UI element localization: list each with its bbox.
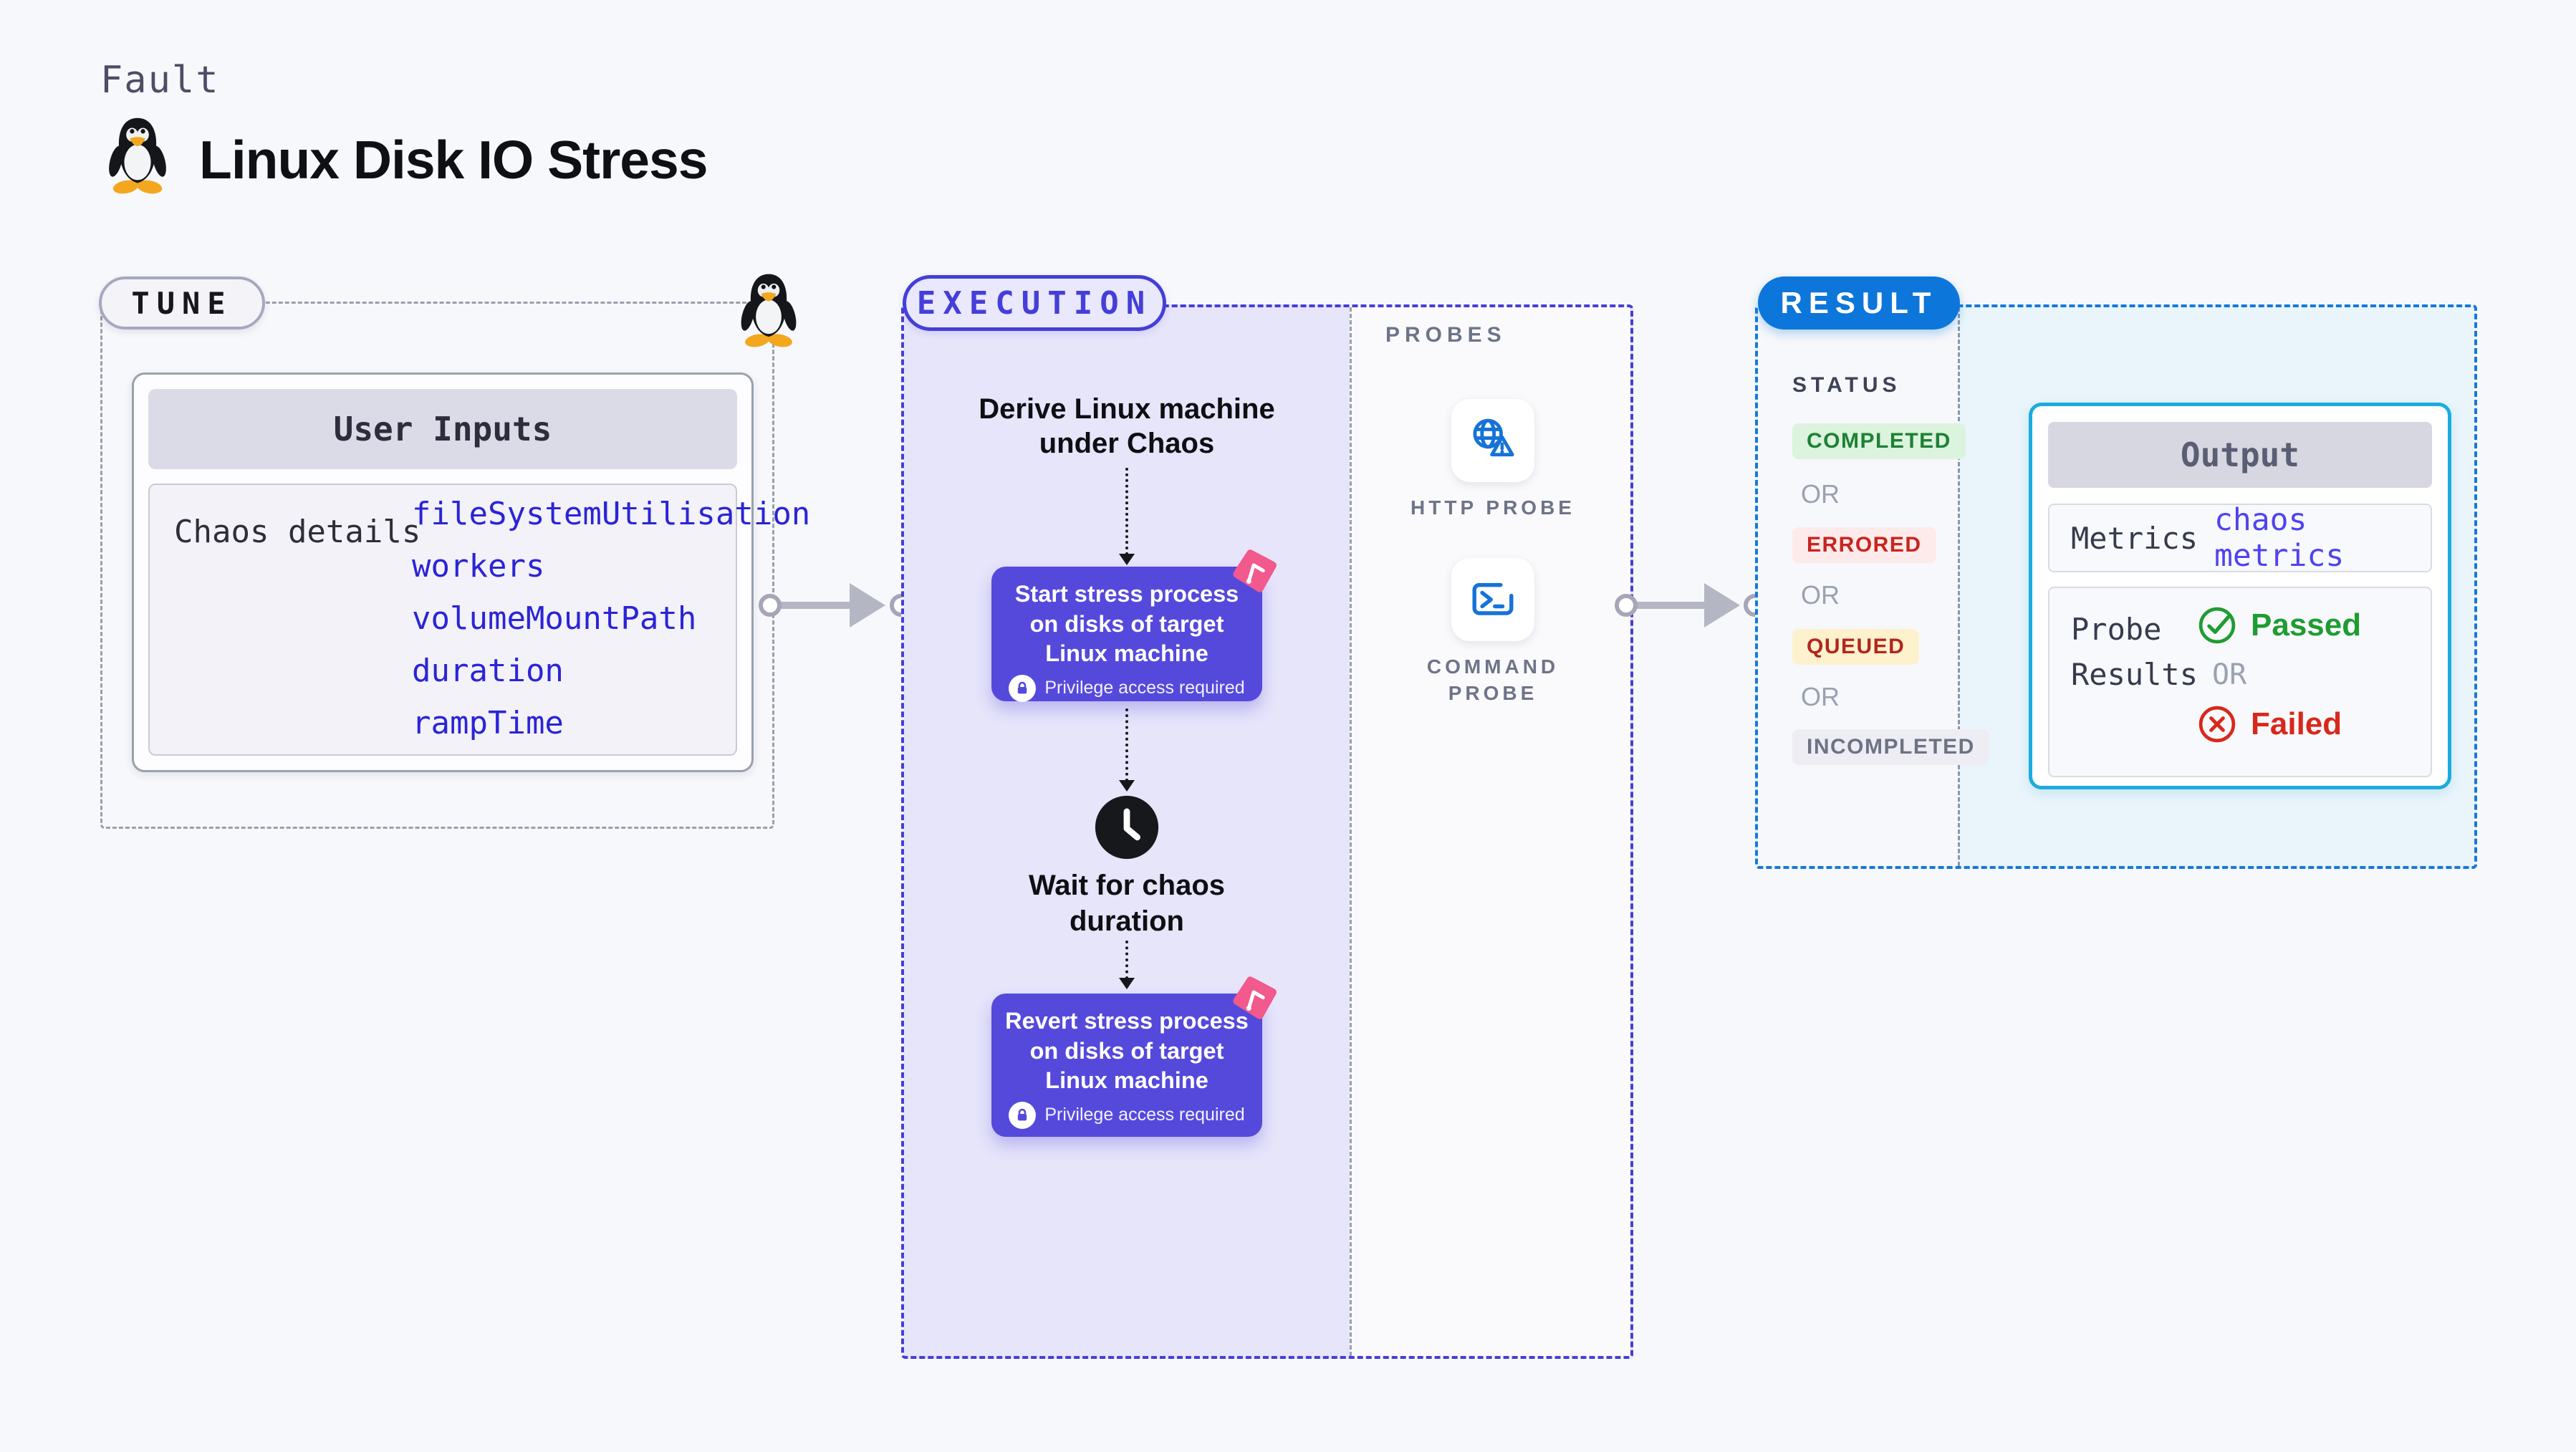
result-section-box: STATUS COMPLETED OR ERRORED OR QUEUED OR… <box>1755 304 2477 869</box>
probe-results-values: Passed OR Failed <box>2196 604 2361 746</box>
chaos-node-revert-stress: Revert stress process on disks of target… <box>991 994 1262 1137</box>
arrow-down-icon <box>1119 978 1135 989</box>
connector-dot <box>759 594 782 617</box>
arrow-right-icon <box>850 583 885 628</box>
privilege-label: Privilege access required <box>1044 678 1245 698</box>
or-label: OR <box>2212 658 2247 691</box>
status-badge-completed: COMPLETED <box>1792 423 1966 459</box>
status-badge-incompleted: INCOMPLETED <box>1792 729 1989 765</box>
status-heading: STATUS <box>1792 373 1901 397</box>
tux-icon <box>106 117 169 195</box>
or-label: OR <box>1801 682 1840 711</box>
status-badge-queued: QUEUED <box>1792 629 1920 665</box>
passed-row: Passed <box>2196 604 2361 647</box>
execution-section-label: EXECUTION <box>903 275 1166 331</box>
chaos-node-start-stress: Start stress process on disks of target … <box>991 567 1262 702</box>
result-divider <box>1958 307 1960 866</box>
node-label: Revert stress process on disks of target… <box>1005 1008 1249 1094</box>
execution-section-box: Derive Linux machine under Chaos Start s… <box>901 304 1633 1359</box>
tux-icon <box>739 274 799 348</box>
input-value: duration <box>412 653 564 689</box>
connector-line <box>1626 602 1705 609</box>
user-inputs-header: User Inputs <box>148 389 737 469</box>
command-probe-card <box>1451 558 1534 641</box>
privilege-row: Privilege access required <box>991 674 1262 702</box>
failed-row: Failed <box>2196 703 2361 746</box>
x-circle-icon <box>2198 706 2236 743</box>
lock-icon <box>1009 674 1037 702</box>
http-probe-label: HTTP PROBE <box>1410 496 1575 519</box>
output-header: Output <box>2048 422 2432 488</box>
privilege-row: Privilege access required <box>991 1101 1262 1129</box>
arrow-down-icon <box>1119 780 1135 792</box>
arrow-down-icon <box>1119 554 1135 565</box>
metrics-row: Metrics chaos metrics <box>2048 502 2432 574</box>
status-badge-errored: ERRORED <box>1792 527 1936 563</box>
chaos-details-values: fileSystemUtilisation workers volumeMoun… <box>412 488 810 749</box>
globe-warning-icon <box>1473 418 1514 457</box>
chaos-details-label: Chaos details <box>174 514 421 550</box>
probe-results-label: Probe Results <box>2071 612 2198 692</box>
arrow-down-connector <box>1125 941 1128 979</box>
input-value: fileSystemUtilisation <box>412 496 811 532</box>
derive-step-label: Derive Linux machine under Chaos <box>979 393 1275 459</box>
metrics-value: chaos metrics <box>2214 502 2345 574</box>
page-title: Linux Disk IO Stress <box>199 130 708 190</box>
privilege-label: Privilege access required <box>1044 1105 1245 1125</box>
user-inputs-card: User Inputs Chaos details fileSystemUtil… <box>132 372 810 772</box>
or-label: OR <box>1801 479 1840 509</box>
command-probe-label: COMMAND PROBE <box>1426 655 1559 704</box>
input-value: rampTime <box>412 705 564 741</box>
clock-icon <box>1095 795 1159 860</box>
user-inputs-body: Chaos details fileSystemUtilisation work… <box>148 484 810 756</box>
input-value: volumeMountPath <box>412 600 697 637</box>
connector-line <box>770 602 850 609</box>
output-card: Output Metrics chaos metrics Probe Resul… <box>2029 403 2451 789</box>
arrow-right-icon <box>1704 583 1740 628</box>
litmus-chaos-icon <box>1225 968 1286 1028</box>
fault-kicker: Fault <box>100 59 220 102</box>
metrics-label: Metrics <box>2071 520 2198 556</box>
lock-icon <box>1009 1101 1037 1129</box>
tune-section-label: TUNE <box>99 277 265 330</box>
tune-section-box <box>100 302 774 829</box>
check-circle-icon <box>2198 607 2236 644</box>
litmus-chaos-icon <box>1225 542 1286 601</box>
result-section-label: RESULT <box>1758 277 1960 330</box>
passed-label: Passed <box>2251 607 2362 643</box>
node-label: Start stress process on disks of target … <box>1014 581 1239 667</box>
input-value: workers <box>412 548 545 585</box>
or-label: OR <box>1801 580 1840 610</box>
http-probe-card <box>1451 399 1534 482</box>
failed-label: Failed <box>2251 706 2342 741</box>
wait-step-label: Wait for chaos duration <box>1028 870 1226 937</box>
terminal-icon <box>1472 582 1514 615</box>
probes-divider <box>1350 307 1352 1356</box>
arrow-down-connector <box>1125 468 1128 555</box>
arrow-down-connector <box>1125 708 1128 782</box>
connector-dot <box>1615 594 1638 617</box>
probes-section-label: PROBES <box>1385 323 1506 347</box>
probe-results-row: Probe Results Passed OR <box>2048 587 2432 777</box>
